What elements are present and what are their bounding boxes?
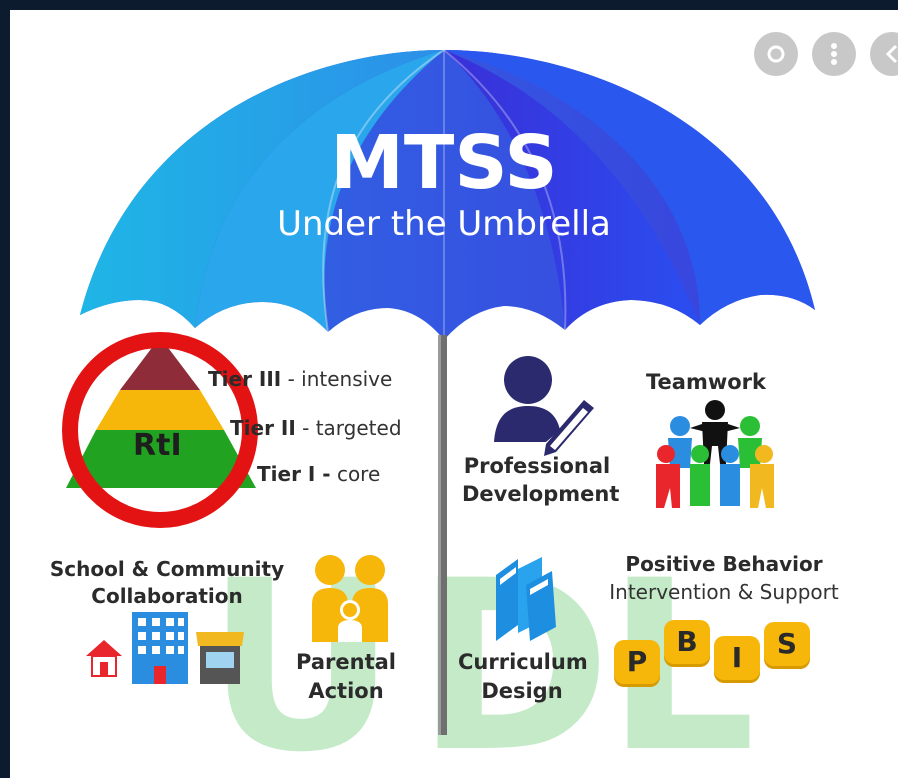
house-icon bbox=[86, 640, 122, 656]
professional-development-label: Professional Development bbox=[462, 454, 620, 506]
rti-highlight-circle bbox=[62, 332, 258, 528]
tier-one: Tier I - core bbox=[257, 462, 381, 486]
rti-pyramid bbox=[62, 332, 258, 528]
umbrella-graphic bbox=[80, 49, 815, 735]
main-title: MTSS bbox=[330, 120, 558, 206]
lens-icon bbox=[767, 45, 785, 63]
curriculum-design-label: Curriculum Design bbox=[458, 650, 588, 703]
umbrella-shaft bbox=[438, 335, 447, 735]
tier-two: Tier II - targeted bbox=[230, 416, 402, 440]
umbrella-panel-left-mid bbox=[195, 50, 444, 332]
pbis-tile-p: P bbox=[614, 640, 660, 684]
teamwork-label: Teamwork bbox=[646, 370, 766, 394]
parental-action-label: Parental Action bbox=[296, 650, 396, 703]
community-buildings-icon bbox=[86, 612, 244, 684]
image-card: U D L MTSS Under the bbox=[10, 10, 898, 778]
share-button[interactable] bbox=[870, 32, 898, 76]
tier-three: Tier III - intensive bbox=[208, 367, 393, 391]
person-pen-icon bbox=[494, 356, 594, 456]
pbis-label: Positive Behavior Intervention & Support bbox=[609, 552, 839, 604]
more-vertical-icon bbox=[831, 43, 837, 65]
rti-label: RtI bbox=[133, 428, 182, 463]
more-options-button[interactable] bbox=[812, 32, 856, 76]
pbis-tile-i: I bbox=[714, 636, 760, 680]
lens-button[interactable] bbox=[754, 32, 798, 76]
umbrella-panel-right bbox=[444, 50, 815, 325]
pbis-tile-b: B bbox=[664, 620, 710, 664]
parent-child-icon bbox=[312, 555, 388, 642]
umbrella-panel-left bbox=[80, 50, 444, 328]
books-icon bbox=[496, 557, 556, 641]
school-community-label: School & Community Collaboration bbox=[49, 557, 285, 608]
umbrella-panel-right-mid bbox=[444, 50, 700, 330]
teamwork-people-icon bbox=[656, 400, 774, 508]
pbis-tile-s: S bbox=[764, 622, 810, 666]
chevron-icon bbox=[885, 44, 898, 64]
subtitle: Under the Umbrella bbox=[277, 204, 611, 244]
